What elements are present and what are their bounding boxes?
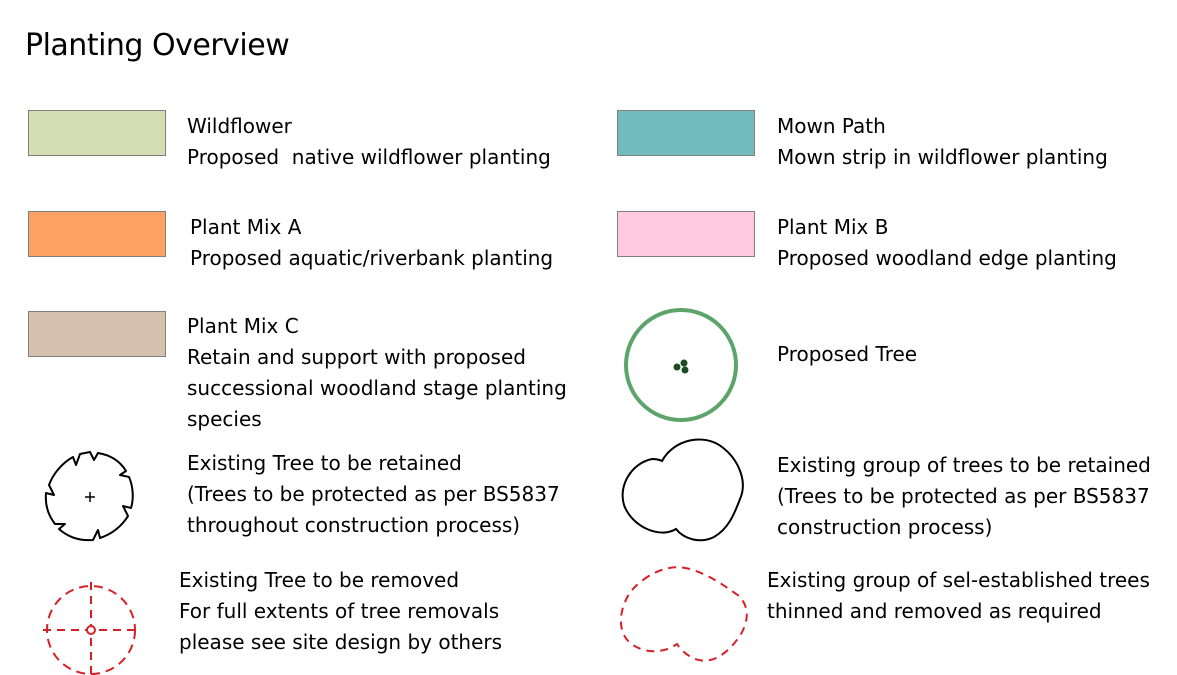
legend-description: Proposed aquatic/riverbank planting bbox=[190, 246, 554, 270]
existing-tree-group-retained-icon bbox=[621, 438, 744, 542]
legend-label: Existing group of trees to be retained bbox=[777, 453, 1151, 477]
legend-description-line: For full extents of tree removals bbox=[179, 599, 500, 623]
legend-item-plant-mix-b: Plant Mix B Proposed woodland edge plant… bbox=[777, 212, 1117, 274]
legend-description-line: species bbox=[187, 407, 262, 431]
legend-description-line: successional woodland stage planting bbox=[187, 376, 567, 400]
existing-tree-retained-icon bbox=[44, 451, 134, 542]
self-established-group-icon bbox=[619, 566, 748, 662]
legend-description-line: construction process) bbox=[777, 515, 993, 539]
legend-item-existing-tree-retained: Existing Tree to be retained (Trees to b… bbox=[187, 448, 560, 541]
page-title: Planting Overview bbox=[25, 28, 290, 63]
legend-label: Mown Path bbox=[777, 114, 886, 138]
legend-description: thinned and removed as required bbox=[767, 599, 1102, 623]
existing-tree-removed-icon bbox=[43, 582, 139, 675]
legend-description-line: please see site design by others bbox=[179, 630, 503, 654]
legend-item-self-established-group: Existing group of sel-established trees … bbox=[767, 565, 1150, 627]
legend-label: Existing Tree to be retained bbox=[187, 451, 462, 475]
plant-mix-a-swatch bbox=[28, 211, 166, 257]
legend-item-mown-path: Mown Path Mown strip in wildflower plant… bbox=[777, 111, 1108, 173]
proposed-tree-icon bbox=[624, 308, 738, 422]
legend-description: Proposed native wildflower planting bbox=[187, 145, 551, 169]
plant-mix-c-swatch bbox=[28, 311, 166, 357]
legend-label: Plant Mix C bbox=[187, 314, 299, 338]
plant-mix-b-swatch bbox=[617, 211, 755, 257]
legend-label: Plant Mix B bbox=[777, 215, 889, 239]
legend-description-line: Retain and support with proposed bbox=[187, 345, 526, 369]
legend-label: Plant Mix A bbox=[190, 215, 302, 239]
legend-description-line: (Trees to be protected as per BS5837 bbox=[777, 484, 1150, 508]
legend-description: Mown strip in wildflower planting bbox=[777, 145, 1108, 169]
wildflower-swatch bbox=[28, 110, 166, 156]
legend-label: Existing group of sel-established trees bbox=[767, 568, 1150, 592]
legend-item-wildflower: Wildflower Proposed native wildflower pl… bbox=[187, 111, 551, 173]
legend-description-line: (Trees to be protected as per BS5837 bbox=[187, 482, 560, 506]
legend-label: Existing Tree to be removed bbox=[179, 568, 460, 592]
legend-label: Wildflower bbox=[187, 114, 292, 138]
legend-item-proposed-tree: Proposed Tree bbox=[777, 339, 917, 370]
legend-item-existing-group-retained: Existing group of trees to be retained (… bbox=[777, 450, 1151, 543]
legend-description-line: throughout construction process) bbox=[187, 513, 521, 537]
legend-item-plant-mix-c: Plant Mix C Retain and support with prop… bbox=[187, 311, 567, 435]
legend-item-existing-tree-removed: Existing Tree to be removed For full ext… bbox=[179, 565, 502, 658]
mown-path-swatch bbox=[617, 110, 755, 156]
legend-label: Proposed Tree bbox=[777, 342, 918, 366]
legend-description: Proposed woodland edge planting bbox=[777, 246, 1117, 270]
legend-item-plant-mix-a: Plant Mix A Proposed aquatic/riverbank p… bbox=[190, 212, 553, 274]
